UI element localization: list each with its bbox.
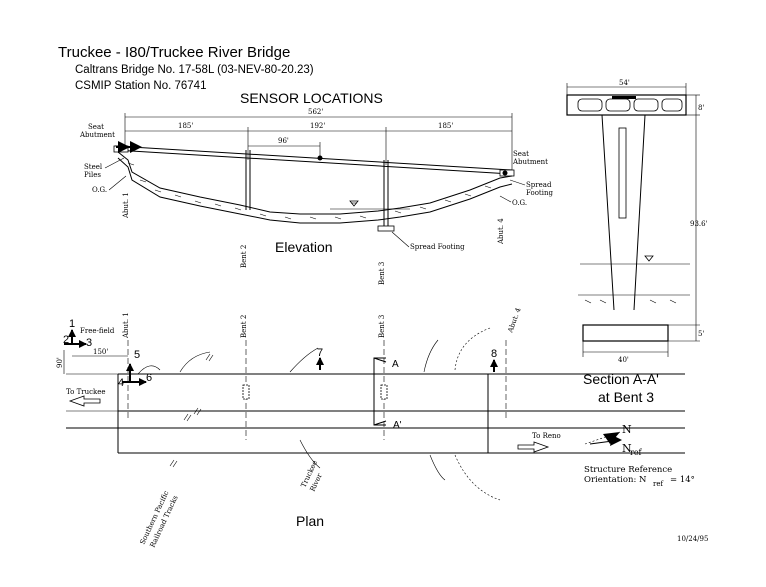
section-dim-top: 54' (619, 79, 630, 87)
plan-caption: Plan (296, 513, 324, 529)
to-truckee-label: To Truckee (66, 388, 106, 396)
dim-total: 562' (308, 108, 323, 116)
steel-piles-2: Piles (84, 171, 101, 179)
sensor-6: 6 (146, 372, 152, 384)
section-dim-base: 40' (618, 356, 629, 364)
spread-footing-right-2: Footing (526, 189, 553, 197)
reference-line2-sub: ref (653, 480, 664, 488)
section-cut-a: A (392, 359, 399, 370)
seat-abutment-left-2: Abutment (79, 131, 115, 139)
elevation-sensor-dot (317, 155, 323, 161)
dim-90: 90' (56, 357, 64, 368)
seat-abutment-right-1: Seat (513, 150, 529, 158)
free-field-label: Free-field (80, 327, 115, 335)
abut1-label: Abut. 1 (122, 192, 130, 219)
dim-span3: 185' (438, 122, 453, 130)
spread-footing-center: Spread Footing (410, 243, 465, 251)
sensor-7: 7 (317, 347, 323, 359)
drawing-date: 10/24/95 (677, 535, 708, 543)
dim-sub: 96' (278, 137, 289, 145)
steel-piles-1: Steel (84, 163, 103, 171)
section-view: 54' 8' 93.6' 5' 40' Section A-A' at Bent… (566, 79, 708, 405)
bent2-label: Bent 2 (240, 245, 248, 268)
bridge-number: Caltrans Bridge No. 17-58L (03-NEV-80-20… (75, 64, 314, 76)
reference-line2-post: = 14° (670, 475, 695, 485)
page-title: Truckee - I80/Truckee River Bridge (58, 44, 290, 61)
spread-footing-right-1: Spread (526, 181, 552, 189)
section-subtitle: at Bent 3 (598, 389, 654, 405)
north-label: N (622, 423, 632, 436)
section-dim-footing: 5' (698, 330, 704, 338)
plan-bent3-label: Bent 3 (378, 315, 386, 338)
elevation-view: 562' 185' 192' 185' 96' (79, 108, 553, 285)
plan-bent2-label: Bent 2 (240, 315, 248, 338)
north-arrow-icon (610, 435, 622, 446)
section-dim-height: 93.6' (690, 220, 708, 228)
sensor-5: 5 (134, 349, 140, 361)
sensor-3: 3 (86, 337, 92, 349)
sensor-4: 4 (118, 377, 124, 389)
orientation-legend: N N ref Structure Reference Orientation:… (584, 423, 695, 488)
elevation-sensor-dot (502, 170, 508, 176)
seat-abutment-right-2: Abutment (512, 158, 548, 166)
plan-abut1-label: Abut. 1 (122, 312, 130, 339)
plan-abut4-label: Abut. 4 (506, 306, 523, 334)
station-number: CSMIP Station No. 76741 (75, 80, 206, 92)
sensor-8: 8 (491, 348, 497, 360)
elevation-caption: Elevation (275, 239, 333, 255)
section-dim-deck: 8' (698, 104, 704, 112)
north-ref-sub: ref (630, 448, 643, 457)
reference-line2-pre: Orientation: N (584, 475, 647, 485)
bent3-label: Bent 3 (378, 262, 386, 285)
reference-line1: Structure Reference (584, 465, 672, 475)
section-cut-a-prime: A' (393, 420, 402, 431)
section-title: Section A-A' (583, 371, 659, 387)
dim-span2: 192' (310, 122, 325, 130)
to-reno-label: To Reno (532, 432, 561, 440)
dim-span1: 185' (178, 122, 193, 130)
dim-150: 150' (93, 348, 108, 356)
sensor-2: 2 (63, 334, 69, 346)
north-ref-label: N (622, 442, 632, 455)
abut4-label: Abut. 4 (497, 218, 505, 245)
sensor-1: 1 (69, 318, 75, 330)
seat-abutment-left-1: Seat (88, 123, 104, 131)
sensor-locations-title: SENSOR LOCATIONS (240, 90, 383, 106)
plan-view: A A' 1 2 3 Free-field 90' 150' 4 5 6 (56, 306, 685, 549)
og-left: O.G. (92, 186, 107, 194)
og-right: O.G. (512, 199, 527, 207)
